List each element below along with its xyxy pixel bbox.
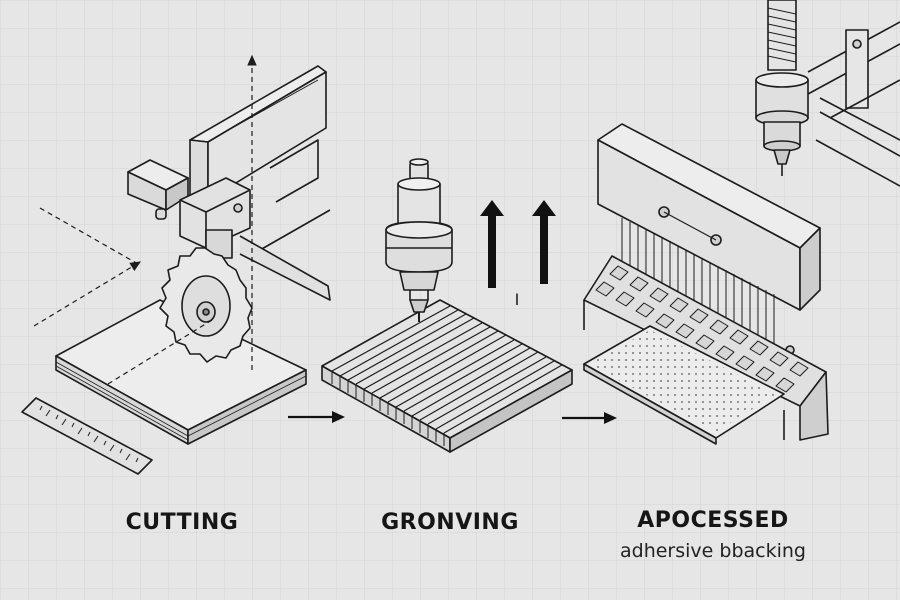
processed-stage <box>583 0 900 445</box>
spindle-column <box>755 0 900 187</box>
arrow-right-icon <box>562 412 617 424</box>
grooving-label: GRONVING <box>381 510 519 535</box>
cutting-stage <box>21 54 331 475</box>
mid-mark: I <box>514 290 520 309</box>
cutting-gantry <box>127 65 331 301</box>
arrow-up-icon <box>480 200 556 288</box>
press-base <box>583 255 829 441</box>
processed-label: APOCESSED <box>637 508 789 533</box>
saw-blade-icon <box>159 247 253 363</box>
press-head-icon <box>597 123 821 355</box>
grooved-board <box>321 299 573 453</box>
cutting-guides <box>33 54 257 385</box>
router-bit-icon <box>385 158 453 322</box>
adhesive-sheet <box>583 325 785 445</box>
arrow-right-icon <box>288 411 345 423</box>
ruler-icon <box>21 397 153 475</box>
cut-board <box>55 299 307 445</box>
grooving-stage <box>321 158 573 453</box>
cutting-label: CUTTING <box>125 510 239 535</box>
processed-sublabel: adhersive bbacking <box>620 540 806 562</box>
